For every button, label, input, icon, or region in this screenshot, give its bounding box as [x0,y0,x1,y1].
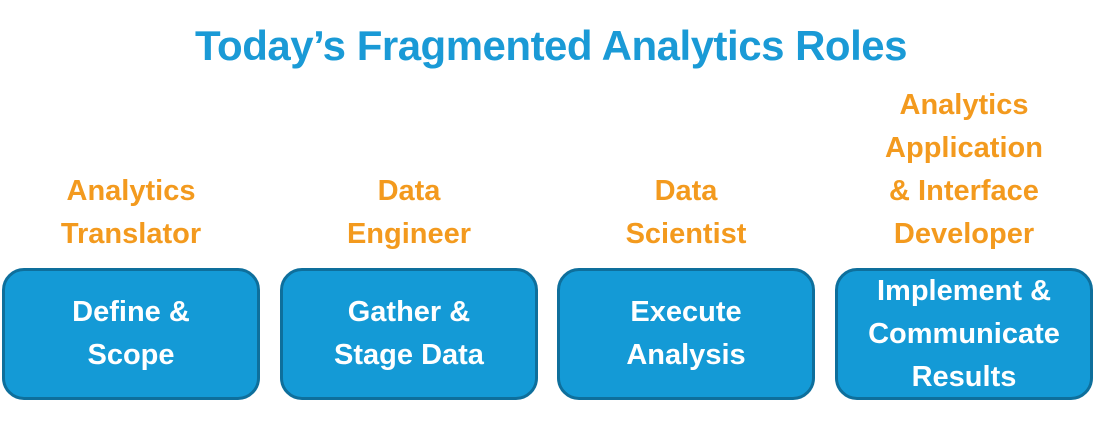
role-label: Data Engineer [280,170,538,256]
role-label-line: Application [885,132,1043,164]
role-column-data-engineer: Data Engineer Gather & Stage Data [280,0,538,424]
role-label-line: Scientist [625,218,747,250]
role-label-line: Engineer [346,218,472,250]
role-label-line: Data [654,175,718,207]
task-label-line: Scope [87,339,175,371]
role-label-line: Developer [893,218,1035,250]
task-label-line: Communicate [868,317,1060,350]
diagram-title: Today’s Fragmented Analytics Roles [195,22,907,69]
task-label-line: Analysis [626,339,746,371]
task-label-line: Stage Data [334,339,484,371]
task-box-implement-communicate-results: Implement & Communicate Results [835,268,1093,400]
task-label-line: Define & [72,296,190,328]
role-label-line: & Interface [889,175,1039,207]
task-label-line: Execute [630,296,742,328]
role-label-line: Translator [60,218,202,250]
role-column-application-interface-developer: Analytics Application & Interface Develo… [835,0,1093,424]
role-column-data-scientist: Data Scientist Execute Analysis [557,0,815,424]
task-box-gather-stage-data: Gather & Stage Data [280,268,538,400]
task-box-execute-analysis: Execute Analysis [557,268,815,400]
role-column-analytics-translator: Analytics Translator Define & Scope [2,0,260,424]
task-label-line: Gather & [347,296,471,328]
task-box-define-scope: Define & Scope [2,268,260,400]
role-label: Analytics Translator [2,170,260,256]
role-label-line: Data [377,175,441,207]
role-label-line: Analytics [899,89,1029,121]
task-label-line: Implement & [876,274,1052,307]
role-label: Data Scientist [557,170,815,256]
role-label-line: Analytics [66,175,196,207]
task-label-line: Results [911,360,1017,393]
role-label: Analytics Application & Interface Develo… [835,84,1093,256]
